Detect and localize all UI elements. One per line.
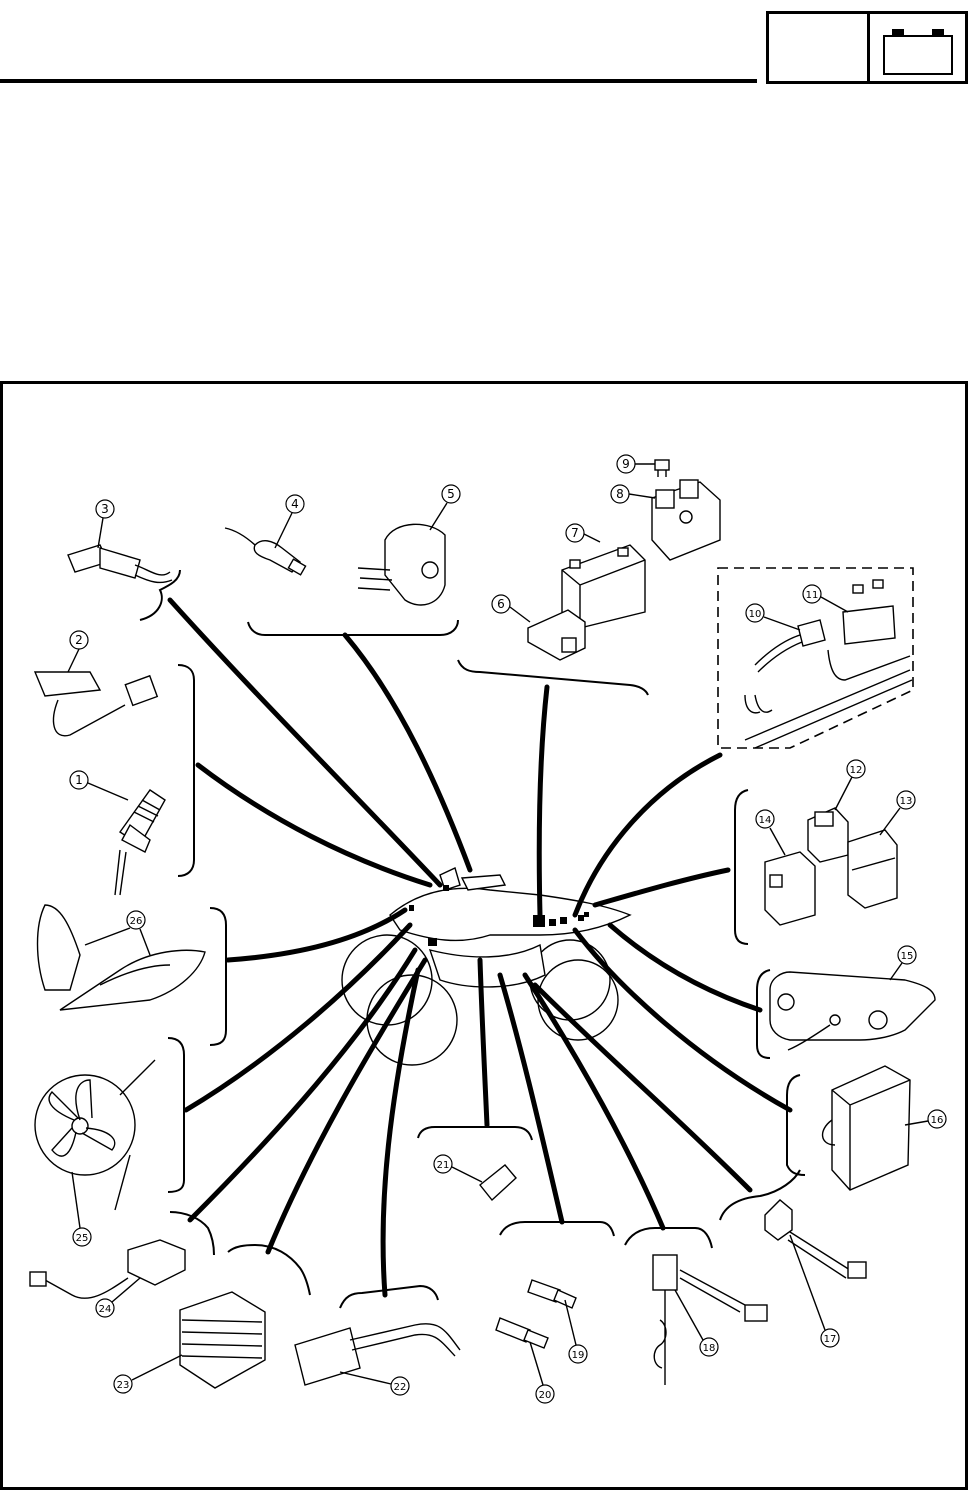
svg-text:2: 2 [75,633,83,647]
callout-12: 12 [834,759,866,811]
callout-8: 8 [610,484,656,504]
part-switch-18 [652,1254,768,1385]
callout-17: 17 [789,1234,840,1348]
callout-16: 16 [904,1109,947,1129]
svg-text:18: 18 [703,1343,716,1354]
inset-dashed-border [717,567,914,749]
part-sensor-20 [495,1317,549,1349]
svg-text:6: 6 [497,597,505,611]
callout-14: 14 [755,809,786,856]
part-switch-4 [224,527,307,576]
callout-1: 1 [69,770,129,801]
part-light-15 [769,971,936,1051]
svg-text:9: 9 [622,457,630,471]
svg-text:4: 4 [291,497,299,511]
svg-text:26: 26 [130,916,143,927]
callout-13: 13 [879,790,916,836]
svg-text:14: 14 [759,815,772,826]
motorcycle-silhouette [341,867,632,1066]
part-sensor-21 [479,1164,517,1202]
callout-labels: 1 2 3 4 5 6 7 8 9 10 11 12 13 14 15 16 1… [67,454,947,1404]
svg-text:10: 10 [749,609,762,620]
part-sensor-17 [764,1199,867,1279]
callout-24: 24 [95,1277,141,1318]
svg-text:15: 15 [901,951,914,962]
callout-25: 25 [71,1171,92,1247]
callout-10: 10 [745,603,801,631]
part-relay-14 [764,851,816,926]
callout-20: 20 [529,1341,555,1404]
svg-text:22: 22 [394,1382,407,1393]
part-sensor-24 [29,1239,186,1299]
leader-cables [167,597,793,1298]
svg-text:17: 17 [824,1334,837,1345]
part-relay-13 [847,829,898,909]
svg-text:1: 1 [75,773,83,787]
callout-9: 9 [616,454,655,474]
section-icon-box [867,11,968,84]
callout-26: 26 [84,910,151,956]
svg-text:13: 13 [900,796,913,807]
part-sensor-2 [33,671,159,737]
part-fan-25 [34,1059,156,1211]
callout-22: 22 [339,1371,410,1396]
callout-3: 3 [95,499,115,549]
svg-text:24: 24 [99,1304,112,1315]
svg-text:8: 8 [616,487,624,501]
part-connector-6 [527,609,586,661]
group-brackets [139,569,806,1309]
svg-text:19: 19 [572,1350,585,1361]
part-light-26 [36,904,206,1011]
svg-text:11: 11 [806,590,819,601]
part-unit-16 [821,1065,911,1191]
svg-text:7: 7 [571,526,579,540]
callout-5: 5 [429,484,461,531]
header-rule [0,79,757,83]
diagram-frame [0,381,968,1490]
callout-23: 23 [113,1354,183,1394]
callout-11: 11 [802,584,849,613]
svg-text:20: 20 [539,1390,552,1401]
callout-15: 15 [889,945,917,981]
part-sensor-1 [114,789,166,896]
callout-21: 21 [433,1154,483,1183]
callout-19: 19 [564,1299,588,1364]
svg-text:16: 16 [931,1115,944,1126]
svg-text:21: 21 [437,1160,450,1171]
part-rectifier-23 [179,1291,266,1389]
svg-text:25: 25 [76,1233,89,1244]
part-coil-22 [294,1323,461,1386]
callout-4: 4 [274,494,305,549]
part-sensor-19 [527,1279,577,1309]
svg-text:5: 5 [447,487,455,501]
callout-7: 7 [565,523,601,543]
svg-text:12: 12 [850,765,863,776]
svg-text:3: 3 [101,502,109,516]
callout-6: 6 [491,594,531,623]
svg-text:23: 23 [117,1380,130,1391]
callout-2: 2 [67,630,89,673]
part-switch-5 [357,523,446,606]
part-inset-wiring [744,579,913,749]
part-relay-8 [651,479,721,561]
battery-icon [883,29,953,75]
part-switch-3 [67,544,173,584]
callout-18: 18 [674,1289,719,1357]
part-fuse-9 [654,459,670,477]
part-relay-12 [807,807,849,863]
